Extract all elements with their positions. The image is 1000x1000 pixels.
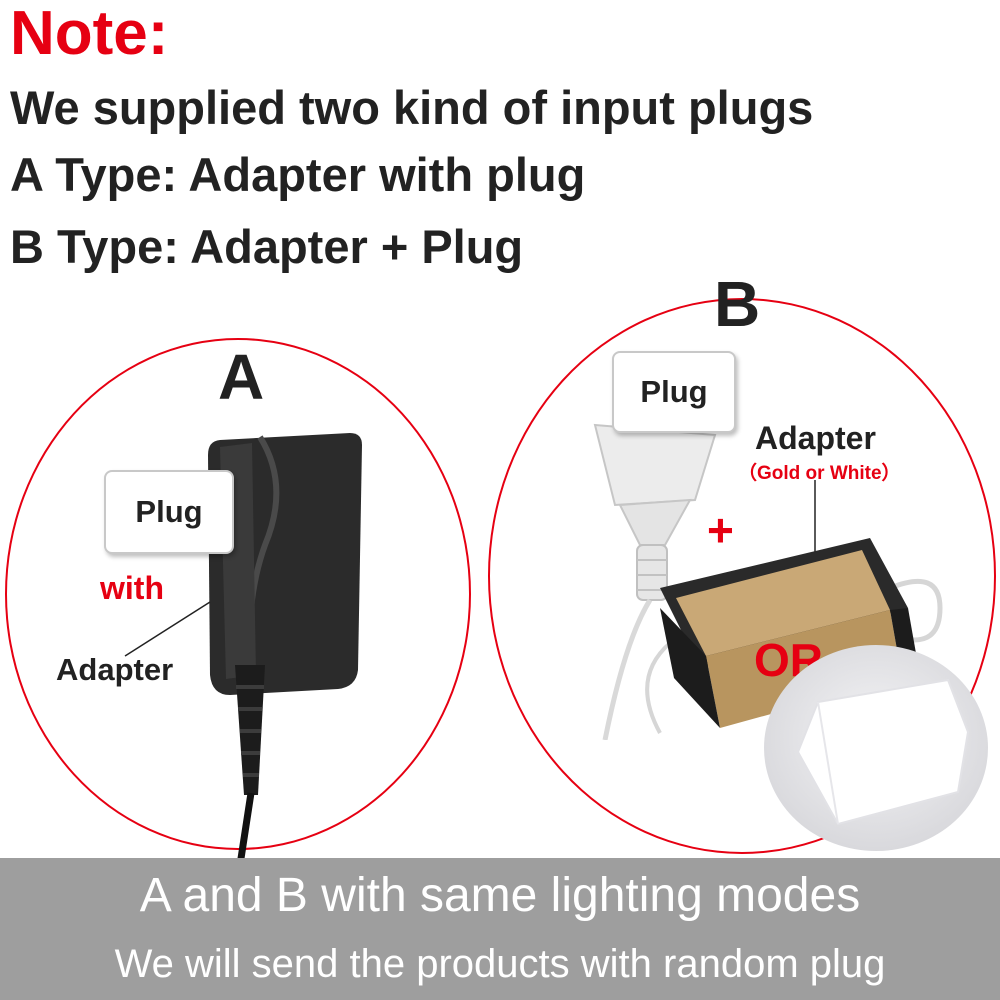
note-line-1: We supplied two kind of input plugs [10, 81, 814, 134]
bottom-banner [0, 858, 1000, 1000]
panel-a-circle [5, 338, 471, 850]
panel-a-adapter-label: Adapter [56, 652, 174, 687]
note-title: Note: [10, 0, 169, 68]
euro-plug-icon [593, 423, 717, 740]
panel-a-plug-tag: Plug [104, 470, 234, 554]
panel-a-with-label: with [100, 570, 164, 606]
panel-b-adapter-label: Adapter [755, 420, 876, 456]
adapter-pointer-line [124, 601, 211, 657]
panel-b-plus: + [707, 504, 734, 556]
white-driver-box-icon [764, 645, 988, 851]
panel-b-circle [488, 298, 996, 854]
panel-b-letter: B [714, 268, 761, 340]
note-line-2: A Type: Adapter with plug [10, 148, 586, 201]
banner-line-2: We will send the products with random pl… [114, 942, 886, 986]
banner-line-1: A and B with same lighting modes [139, 869, 861, 922]
panel-a-letter: A [218, 341, 265, 413]
gold-driver-box-icon [645, 538, 943, 734]
panel-b-color-note: （Gold or White） [738, 463, 901, 484]
panel-b-plug-tag: Plug [612, 351, 736, 433]
note-line-3: B Type: Adapter + Plug [10, 220, 524, 273]
